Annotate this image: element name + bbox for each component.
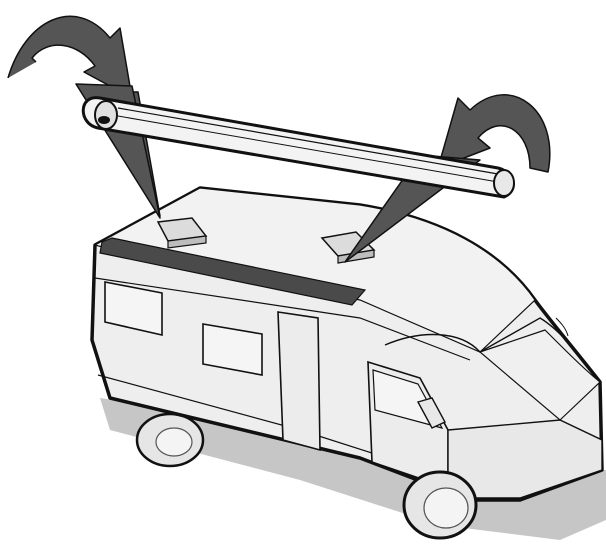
awning-crank-hole [98,116,110,124]
awning-end-cap-left [95,101,117,129]
front-wheel [404,472,476,538]
entry-door [278,312,320,450]
rear-wheel [137,414,203,466]
awning-groove-lower [118,116,498,182]
awning-end-cap-right [494,170,514,196]
